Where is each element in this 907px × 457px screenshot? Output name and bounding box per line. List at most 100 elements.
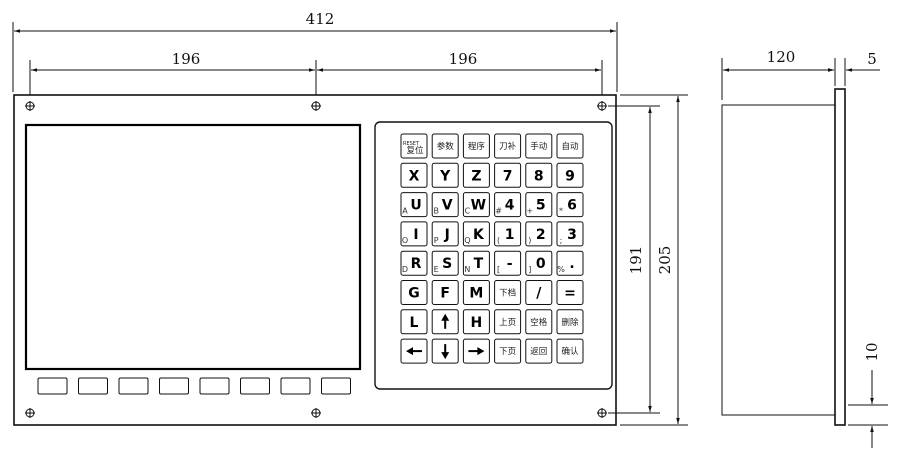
softkey-button[interactable] xyxy=(78,377,108,395)
keypad-key[interactable]: 上页 xyxy=(494,309,522,335)
key-label: 6 xyxy=(567,198,577,214)
key-label: 1 xyxy=(505,227,515,243)
keypad-key[interactable]: 删除 xyxy=(556,309,584,335)
key-label: I xyxy=(413,227,418,243)
keypad-key[interactable]: RD xyxy=(400,250,428,276)
keypad-key[interactable]: 0] xyxy=(525,250,553,276)
key-label: X xyxy=(409,168,420,184)
keypad-key[interactable]: JP xyxy=(431,221,459,247)
key-label: 空格 xyxy=(530,317,548,328)
key-label: - xyxy=(507,256,513,272)
mounting-hole-icon xyxy=(311,101,321,111)
keypad-key[interactable]: 返回 xyxy=(525,338,553,364)
softkey-button[interactable] xyxy=(199,377,230,395)
dim-text-412: 412 xyxy=(306,10,335,28)
key-label: W xyxy=(471,198,486,214)
keypad-key[interactable]: X xyxy=(400,162,428,188)
keypad-key[interactable]: M xyxy=(462,280,490,305)
keypad-key[interactable]: 5+ xyxy=(525,192,553,218)
key-label: 0 xyxy=(536,256,546,272)
keypad-key[interactable] xyxy=(400,338,428,364)
keypad-key[interactable]: 7 xyxy=(494,162,522,188)
keypad-key[interactable]: 1( xyxy=(494,221,522,247)
keypad-key[interactable]: 确认 xyxy=(556,338,584,364)
key-sublabel: % xyxy=(557,265,565,274)
keypad-key[interactable]: 4# xyxy=(494,192,522,218)
keypad-key[interactable]: IO xyxy=(400,221,428,247)
keypad-key[interactable]: 参数 xyxy=(431,133,459,159)
softkey-button[interactable] xyxy=(280,377,311,395)
keypad-key[interactable]: 下页 xyxy=(494,338,522,364)
keypad-key[interactable] xyxy=(462,338,490,364)
key-label: 参数 xyxy=(437,141,455,152)
key-sublabel: D xyxy=(402,265,408,274)
key-label: H xyxy=(471,315,483,331)
key-label: 删除 xyxy=(561,317,579,328)
keypad-key[interactable]: WC xyxy=(462,192,490,218)
keypad-key[interactable]: 2) xyxy=(525,221,553,247)
keypad-key[interactable]: 空格 xyxy=(525,309,553,335)
keypad-key[interactable]: 下档 xyxy=(494,280,522,305)
key-sublabel: ; xyxy=(560,236,563,245)
keypad-key[interactable]: Y xyxy=(431,162,459,188)
key-sublabel: B xyxy=(433,207,439,216)
softkey-button[interactable] xyxy=(159,377,189,395)
keypad-key[interactable]: 手动 xyxy=(525,133,553,159)
keypad-key[interactable]: L xyxy=(400,309,428,335)
keypad-key[interactable]: KQ xyxy=(462,221,490,247)
key-label: 4 xyxy=(505,198,515,214)
keypad-key[interactable]: / xyxy=(525,280,553,305)
key-label: / xyxy=(536,286,542,302)
keypad-key[interactable]: VB xyxy=(431,192,459,218)
key-label: M xyxy=(469,286,483,302)
softkey-button[interactable] xyxy=(321,377,351,395)
key-sublabel: C xyxy=(465,207,471,216)
keypad-key[interactable]: Z xyxy=(462,162,490,188)
key-label: = xyxy=(564,286,576,302)
keypad-key[interactable] xyxy=(431,338,459,364)
softkey-button[interactable] xyxy=(37,377,68,395)
key-label: 手动 xyxy=(530,141,548,152)
softkey-button[interactable] xyxy=(118,377,149,395)
keypad-key[interactable]: 自动 xyxy=(556,133,584,159)
dim-text-10: 10 xyxy=(863,342,881,361)
keypad-key[interactable]: SE xyxy=(431,250,459,276)
keypad-key[interactable]: 程序 xyxy=(462,133,490,159)
softkey-button[interactable] xyxy=(240,377,270,395)
keypad-key[interactable]: 8 xyxy=(525,162,553,188)
key-sublabel: ) xyxy=(528,236,531,245)
keypad-key[interactable]: 刀补 xyxy=(494,133,522,159)
key-label: V xyxy=(442,198,453,214)
arrow-left-icon xyxy=(406,347,422,356)
keypad-key[interactable]: F xyxy=(431,280,459,305)
key-label: T xyxy=(474,256,484,272)
keypad-key[interactable]: -[ xyxy=(494,250,522,276)
key-label: G xyxy=(408,286,420,302)
keypad-key[interactable]: .% xyxy=(556,250,584,276)
arrow-up-icon xyxy=(441,313,450,329)
key-label: 7 xyxy=(503,168,513,184)
keypad-key[interactable] xyxy=(431,309,459,335)
arrow-right-icon xyxy=(468,347,485,356)
dim-text-5: 5 xyxy=(867,50,877,68)
keypad-key[interactable]: TN xyxy=(462,250,490,276)
keypad-key[interactable]: 6* xyxy=(556,192,584,218)
keypad-key[interactable]: 9 xyxy=(556,162,584,188)
dimension-heights: 191 205 xyxy=(608,94,688,426)
keypad-key[interactable]: 3; xyxy=(556,221,584,247)
keypad-key[interactable]: UA xyxy=(400,192,428,218)
arrow-down-icon xyxy=(441,344,450,360)
key-label: 3 xyxy=(567,227,577,243)
side-view: 120 5 10 xyxy=(721,48,888,448)
dim-text-120: 120 xyxy=(767,48,796,66)
key-label: S xyxy=(442,256,452,272)
keypad-key[interactable]: H xyxy=(462,309,490,335)
key-label: . xyxy=(569,256,574,272)
keypad-key[interactable]: = xyxy=(556,280,584,305)
mounting-hole-icon xyxy=(311,408,321,418)
keypad-key[interactable]: G xyxy=(400,280,428,305)
mounting-hole-icon xyxy=(597,408,607,418)
